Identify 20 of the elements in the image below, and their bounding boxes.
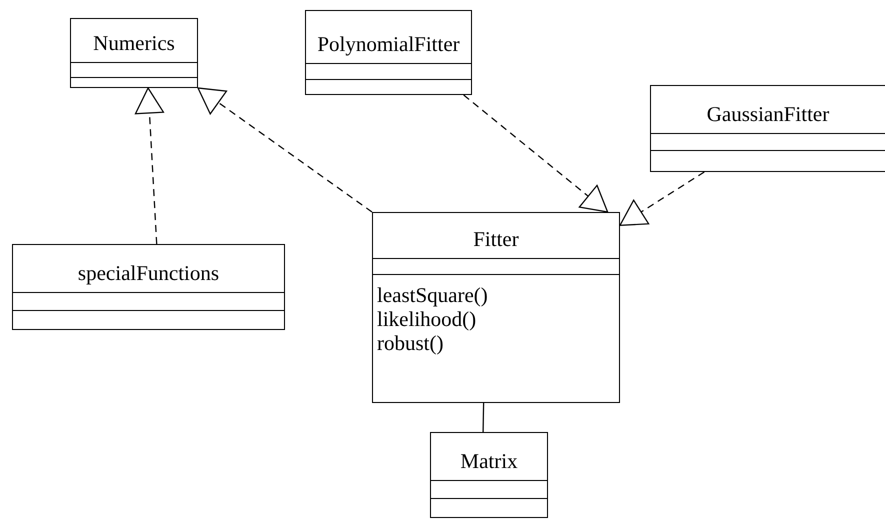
realization-arrow	[463, 94, 608, 213]
class-name: specialFunctions	[78, 261, 220, 286]
method-name: robust()	[377, 331, 444, 355]
method-name: likelihood()	[377, 307, 478, 331]
class-box	[372, 212, 620, 403]
class-box	[430, 432, 548, 518]
class-box	[70, 18, 198, 88]
association-line	[482, 402, 484, 432]
realization-arrow	[134, 87, 164, 244]
realization-arrow	[197, 87, 372, 212]
class-name: GaussianFitter	[706, 102, 830, 127]
class-name: PolynomialFitter	[317, 32, 460, 57]
class-box	[650, 85, 885, 172]
method-name: leastSquare()	[377, 283, 489, 307]
class-box	[12, 244, 285, 330]
class-box	[305, 10, 472, 95]
realization-arrow	[619, 172, 705, 226]
class-name: Numerics	[93, 31, 175, 56]
class-name: Matrix	[460, 449, 518, 474]
class-name: Fitter	[473, 227, 519, 252]
